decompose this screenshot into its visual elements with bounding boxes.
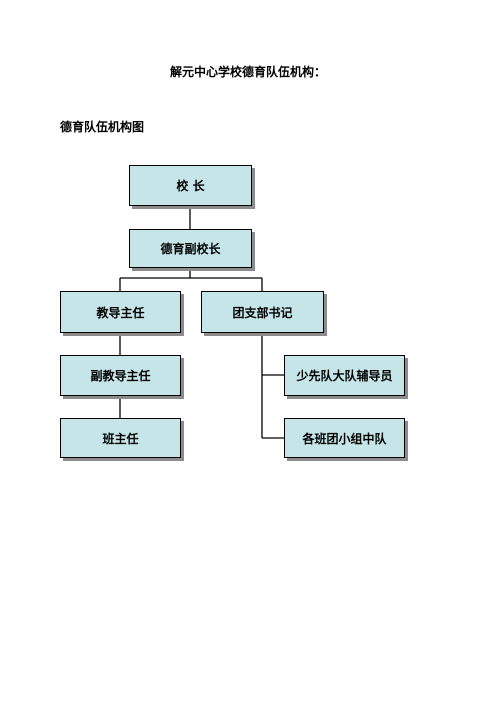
section-heading: 德育队伍机构图	[60, 120, 145, 134]
node-league-secretary: 团支部书记	[201, 291, 324, 333]
node-vice-principal: 德育副校长	[129, 229, 252, 268]
node-class-league-squad: 各班团小组中队	[284, 418, 405, 458]
node-vice-dean: 副教导主任	[60, 355, 181, 396]
document-title: 解元中心学校德育队伍机构：	[169, 65, 326, 79]
node-dean: 教导主任	[60, 291, 181, 333]
node-class-teacher: 班主任	[60, 418, 181, 458]
node-principal: 校 长	[129, 165, 252, 206]
node-pioneer-counselor: 少先队大队辅导员	[284, 355, 405, 396]
